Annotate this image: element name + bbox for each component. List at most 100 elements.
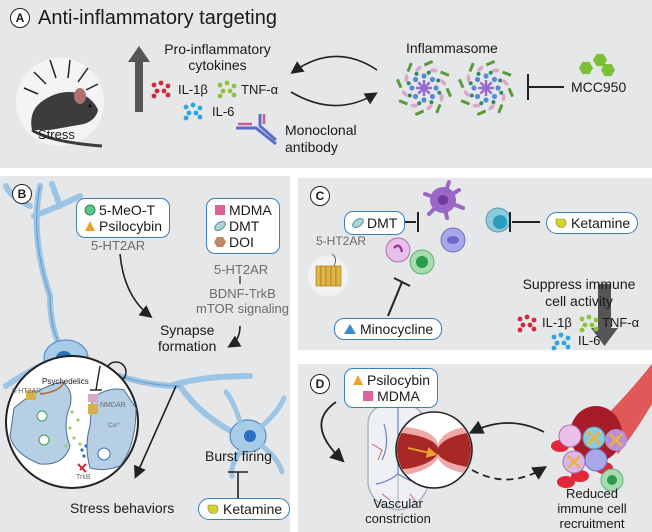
suppress-label: Suppress immune cell activity [516, 276, 642, 310]
mcc950-label: MCC950 [571, 79, 627, 95]
inset-nmdar-label: NMDAR [100, 402, 126, 409]
cytokine-dot [217, 82, 223, 88]
cytokine-dot [193, 110, 199, 116]
stress-behaviors-label: Stress behaviors [70, 500, 175, 516]
suppress-label-line1: Suppress immune [522, 276, 636, 292]
neuron-illustration [3, 181, 287, 498]
cytokine-dot [190, 102, 196, 108]
cytokine-dot [161, 88, 167, 94]
cytokine-dot [224, 80, 230, 86]
drug-box-mdma-dmt-doi: MDMA DMT DOI [206, 198, 280, 254]
ellipse-shape-icon [214, 220, 226, 232]
drug-doi: DOI [214, 234, 272, 250]
drug-psilocybin: Psilocybin [352, 372, 430, 388]
panel-a-anti-inflammatory: A Anti-inflammatory targeting Stress Pro… [0, 0, 652, 168]
drug-5meot-label: 5-MeO-T [99, 202, 155, 218]
ketamine-label: Ketamine [223, 501, 283, 517]
antibody-icon [236, 114, 277, 146]
signaling-line2: mTOR signaling [196, 301, 289, 316]
cytokine-il6-label: IL-6 [578, 333, 601, 348]
minocycline-label: Minocycline [360, 321, 434, 337]
synapse-label-line1: Synapse [159, 322, 215, 338]
triangle-shape-icon [352, 374, 364, 386]
drug-mdma-label: MDMA [377, 388, 420, 404]
cytokine-il6-label: IL-6 [212, 104, 235, 119]
cytokine-dot [565, 335, 571, 341]
receptor-label-2: 5-HT2AR [214, 262, 269, 277]
cytokine-dot [593, 326, 599, 332]
vascular-constriction-label: Vascular constriction [360, 496, 436, 526]
immune-label-line3: recruitment [559, 516, 625, 531]
drug-doi-label: DOI [229, 234, 254, 250]
drug-mdma: MDMA [352, 388, 430, 404]
cytokine-dot [524, 314, 530, 320]
il6-dots-icon [551, 332, 571, 351]
immune-cells-illustration [308, 180, 618, 346]
ketamine-leaf-icon [206, 503, 220, 515]
hexagon-molecule [601, 63, 615, 77]
cytokine-dot [231, 92, 237, 98]
mcc950-molecule-icon [579, 53, 615, 77]
cytokine-dot [158, 80, 164, 86]
cytokine-dot [551, 334, 557, 340]
cytokine-dot [551, 345, 557, 351]
cytokine-il1b-label: IL-1β [178, 82, 208, 97]
vascular-label-line2: constriction [365, 511, 431, 526]
triangle-shape-icon [84, 220, 96, 232]
inset-calcium-label: Ca²⁺ [108, 423, 121, 429]
immune-label-line1: Reduced [565, 486, 619, 501]
drug-dmt-label: DMT [229, 218, 260, 234]
drug-psilocybin: Psilocybin [84, 218, 162, 234]
drug-dmt: DMT [214, 218, 272, 234]
cytokine-dot [151, 82, 157, 88]
cytokine-dot [593, 317, 599, 323]
receptor-label: 5-HT2AR [316, 234, 367, 248]
tnfa-dots-icon [579, 314, 599, 333]
cytokine-tnfa-label: TNF-α [602, 315, 640, 330]
cytokine-dot [554, 340, 560, 346]
cytokine-dot [151, 93, 157, 99]
inset-receptor-label: 5-HT2AR [12, 388, 42, 395]
dmt-label: DMT [367, 215, 398, 231]
stressed-mouse-icon [16, 58, 104, 148]
cytokine-dot [531, 317, 537, 323]
triangle-shape-icon [343, 323, 357, 335]
panel-c-immune: C DMT Ketamine 5-HT2AR Minocycline Suppr… [298, 178, 652, 351]
hexagon-molecule [579, 61, 593, 75]
drug-box-ketamine: Ketamine [198, 498, 291, 520]
panel-a-badge: A [10, 8, 30, 28]
il1b-dots-icon [151, 80, 171, 99]
cytokine-dot [165, 83, 171, 89]
cytokine-dot [183, 104, 189, 110]
drug-box-psilocybin-mdma: Psilocybin MDMA [344, 368, 439, 408]
hexagon-shape-icon [214, 236, 226, 248]
inflammasome-icon [395, 59, 515, 117]
cytokine-dot [558, 332, 564, 338]
drug-mdma-label: MDMA [229, 202, 272, 218]
il1b-dots-icon [517, 314, 537, 333]
panel-d-vascular: D Psilocybin MDMA Vascular constriction … [298, 364, 652, 532]
cytokine-dot [565, 344, 571, 350]
square-shape-icon [362, 390, 374, 402]
cytokine-dot [582, 322, 588, 328]
immune-label-line2: immune cell [557, 501, 627, 516]
drug-box-5meot-psilocybin: 5-MeO-T Psilocybin [76, 198, 171, 238]
cytokine-dot [586, 314, 592, 320]
panel-c-badge: C [310, 186, 330, 206]
drug-box-dmt: DMT [344, 211, 406, 235]
il6-dots-icon [183, 102, 203, 121]
signaling-line1: BDNF-TrkB [209, 286, 276, 301]
inflammasome-complex [395, 59, 453, 117]
cytokine-dot [561, 340, 567, 346]
cytokine-dot [154, 88, 160, 94]
cycle-arrows-icon [290, 55, 378, 107]
ketamine-label: Ketamine [571, 215, 631, 231]
cytokine-dot [186, 110, 192, 116]
cytokine-dot [527, 322, 533, 328]
synapse-label-line2: formation [158, 338, 217, 354]
synapse-formation-label: Synapse formation [158, 322, 216, 354]
circle-shape-icon [84, 204, 96, 216]
drug-5meot: 5-MeO-T [84, 202, 162, 218]
cytokine-dot [517, 327, 523, 333]
inflammasome-label: Inflammasome [406, 40, 498, 56]
